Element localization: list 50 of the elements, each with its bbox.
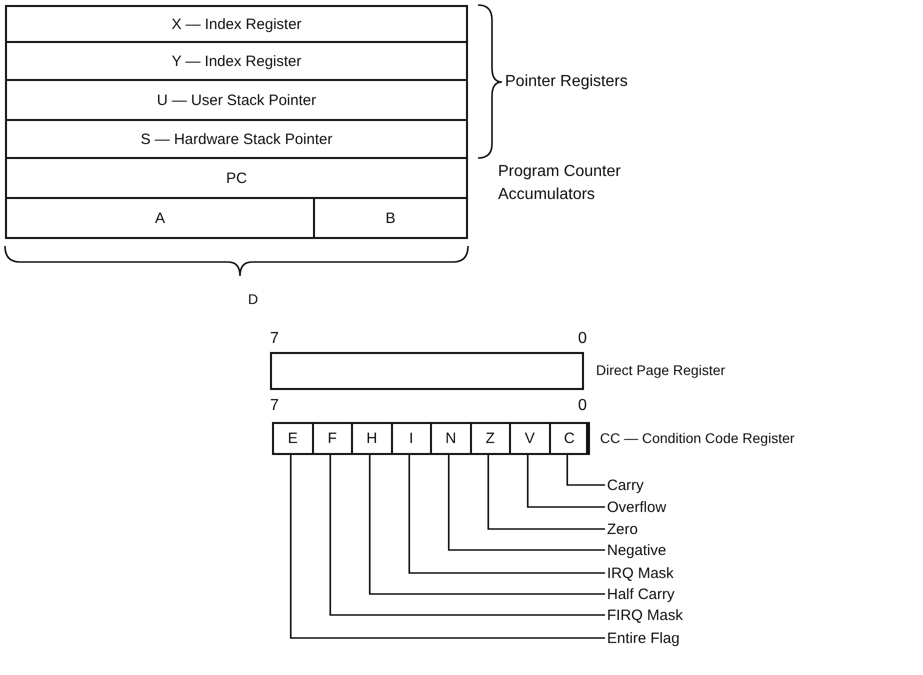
leader-line [329,453,605,616]
register-name: Y — Index Register [172,52,302,70]
leader-line [290,453,605,639]
register-box [313,197,468,239]
register-box [5,157,468,199]
flag-name: Carry [607,476,644,494]
register-name: B [385,210,396,226]
register-box [5,197,315,239]
register-box [5,41,468,81]
bit-name: F [328,430,337,447]
leader-line [448,453,605,551]
flag-name: Zero [607,520,638,538]
bit-name: I [409,430,414,447]
register-box [5,5,468,43]
bit-number: 7 [270,397,279,415]
bit-number: 0 [578,397,587,415]
flag-name: Half Carry [607,586,675,602]
leader-line [368,453,605,595]
bit-number: 7 [270,330,279,348]
bit-number: 0 [578,330,587,348]
leader-line [487,453,605,530]
bit-name: Z [486,430,495,447]
bit-name: E [288,430,298,447]
register-caption: Accumulators [498,186,595,204]
leader-line [566,453,605,486]
register-box [5,79,468,121]
register-caption: CC — Condition Code Register [600,430,795,446]
group-caption: Pointer Registers [505,73,628,91]
flag-name: Entire Flag [607,630,680,646]
flag-name: Overflow [607,498,666,516]
register-name: U — User Stack Pointer [156,92,316,108]
bit-name: N [445,430,456,447]
flag-name: FIRQ Mask [607,606,683,624]
register-name: S — Hardware Stack Pointer [140,130,332,148]
register-name: A [154,210,165,226]
flag-name: IRQ Mask [607,564,674,582]
register-name: PC [226,170,247,186]
bit-name: C [564,430,575,447]
leader-line [526,453,605,508]
direct-page-register [270,352,584,390]
register-caption: Direct Page Register [596,362,726,378]
register-caption: Program Counter [498,163,621,181]
bit-name: H [366,430,378,447]
register-caption: D [248,291,258,307]
condition-code-register [272,422,588,455]
register-name: X — Index Register [171,16,302,32]
leader-line [408,453,605,574]
register-box [5,119,468,159]
bit-name: V [524,430,535,447]
flag-name: Negative [607,542,666,558]
